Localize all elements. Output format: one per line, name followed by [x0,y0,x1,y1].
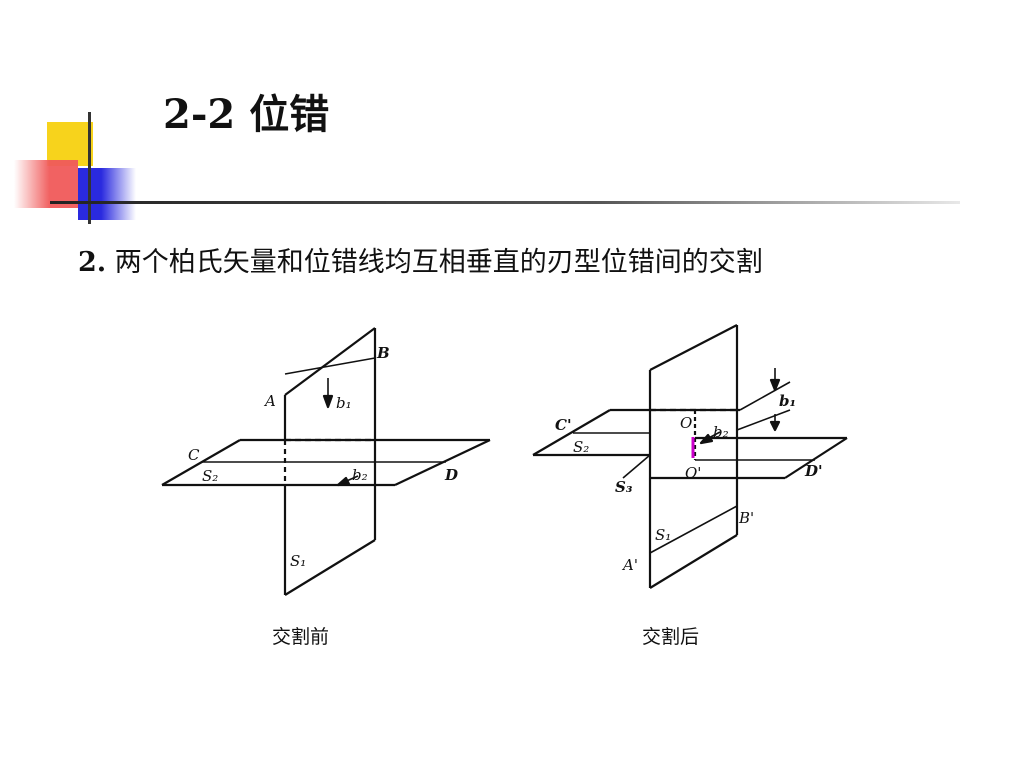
label-b: B [376,344,390,362]
label-s1: S₁ [290,552,306,570]
b2-arrow-head [336,476,351,487]
page-title: 2-2 位错 [163,91,330,138]
label-b2: b₂ [352,466,368,484]
label-c: C [188,446,200,464]
b1-guide-line-2 [736,409,791,431]
subtitle: 2. 两个柏氏矢量和位错线均互相垂直的刃型位错间的交割 [78,240,763,279]
plane-s2-left-edge [161,439,241,486]
lower-plane-right-edge [784,437,848,479]
label-b: B' [738,509,754,527]
label-a: A [263,392,276,410]
label-d: D' [804,462,823,480]
diagram-before: B A b₁ C S₂ b₂ D S₁ [161,327,491,596]
b1-lower-arrow-head [769,420,781,432]
label-s2: S₂ [573,438,589,456]
deco-vertical-rule [88,112,91,224]
caption-before: 交割前 [272,626,330,648]
deco-red-square [14,160,78,208]
b2-arrow-head [699,433,714,445]
deco-yellow-square [47,122,93,166]
caption-after: 交割后 [642,626,700,648]
label-s3: S₃ [615,478,633,496]
subtitle-number: 2. [78,247,107,278]
b1-guide-line-1 [739,381,791,411]
dislocation-line-ab [649,505,738,554]
label-o-prime: O' [685,464,701,482]
label-a: A' [621,556,638,574]
plane-s1-top-edge [649,324,738,371]
plane-s1-top-edge [284,327,376,396]
label-b1: b₁ [336,394,352,412]
subtitle-text: 两个柏氏矢量和位错线均互相垂直的刃型位错间的交割 [106,247,763,278]
deco-blue-square [78,168,136,220]
diagram-after: C' S₂ O b₂ b₁ O' S₃ D' B' S₁ A' [532,324,848,589]
label-s2: S₂ [202,467,218,485]
b1-arrow-head [769,378,781,392]
label-d: D [444,466,458,484]
label-s1: S₁ [655,526,671,544]
label-b2: b₂ [713,423,729,441]
deco-horizontal-rule [50,201,960,204]
label-c: C' [555,416,572,434]
label-b1: b₁ [779,392,796,410]
label-o: O [680,414,692,432]
plane-s1-bottom-edge [649,534,738,589]
plane-s1-bottom-edge [284,539,376,596]
dislocation-line-ab [284,357,376,375]
upper-plane-left-edge [532,409,611,456]
jog-s3-line [622,454,651,479]
b1-arrow-head [322,394,334,409]
